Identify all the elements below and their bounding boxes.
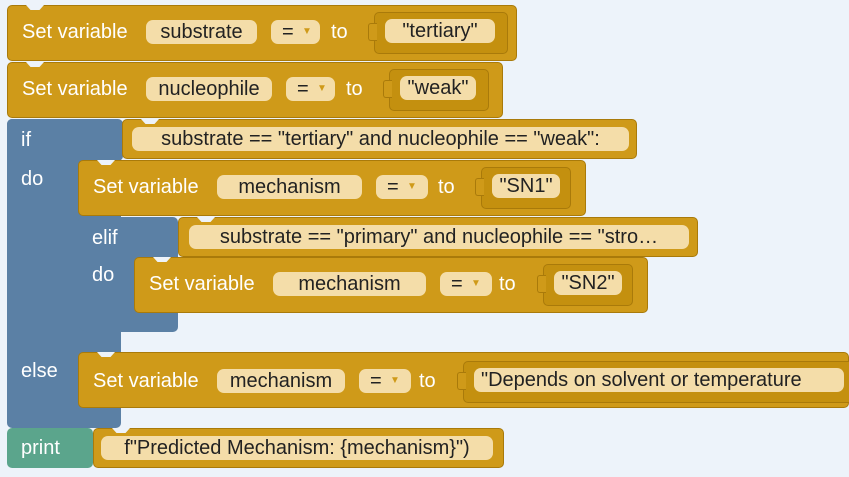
set-variable-label: Set variable	[93, 370, 199, 392]
condition-field[interactable]: substrate == "tertiary" and nucleophile …	[132, 127, 629, 151]
elif-condition-block[interactable]: substrate == "primary" and nucleophile =…	[178, 217, 698, 257]
operator-dropdown[interactable]: =▼	[359, 369, 411, 393]
if-condition-block[interactable]: substrate == "tertiary" and nucleophile …	[122, 119, 637, 159]
to-label: to	[331, 21, 348, 43]
if-label: if	[21, 129, 31, 151]
set-nucleophile-block[interactable]: Set variable nucleophile =▼ to "weak"	[7, 62, 503, 118]
variable-name-field[interactable]: mechanism	[217, 175, 362, 199]
string-value-field[interactable]: "SN1"	[492, 174, 560, 198]
to-label: to	[438, 176, 455, 198]
elif-label: elif	[92, 227, 118, 249]
operator-dropdown[interactable]: =▼	[286, 77, 335, 101]
set-mechanism-sn2-block[interactable]: Set variable mechanism =▼ to "SN2"	[134, 257, 648, 313]
condition-field[interactable]: substrate == "primary" and nucleophile =…	[189, 225, 689, 249]
value-slot: "SN2"	[537, 264, 633, 306]
value-slot: "weak"	[383, 69, 489, 111]
dropdown-arrow-icon: ▼	[390, 375, 400, 386]
dropdown-arrow-icon: ▼	[471, 278, 481, 289]
operator-dropdown[interactable]: =▼	[376, 175, 428, 199]
variable-name-field[interactable]: mechanism	[217, 369, 345, 393]
if-header[interactable]	[7, 119, 123, 161]
operator-dropdown[interactable]: =▼	[271, 20, 320, 44]
do-label: do	[92, 264, 115, 286]
to-label: to	[419, 370, 436, 392]
print-value-field[interactable]: f"Predicted Mechanism: {mechanism}")	[101, 436, 493, 460]
dropdown-arrow-icon: ▼	[317, 83, 327, 94]
input-notch	[383, 80, 392, 98]
print-label: print	[21, 437, 60, 459]
dropdown-arrow-icon: ▼	[302, 26, 312, 37]
variable-name-field[interactable]: mechanism	[273, 272, 426, 296]
input-notch	[368, 23, 377, 41]
set-variable-label: Set variable	[149, 273, 255, 295]
string-value-field[interactable]: "Depends on solvent or temperature	[474, 368, 844, 392]
string-value-field[interactable]: "tertiary"	[385, 19, 495, 43]
set-variable-label: Set variable	[22, 21, 128, 43]
value-slot: "SN1"	[475, 167, 571, 209]
variable-name-field[interactable]: substrate	[146, 20, 257, 44]
input-notch	[537, 275, 546, 293]
operator-dropdown[interactable]: =▼	[440, 272, 492, 296]
do-label: do	[21, 168, 44, 190]
set-variable-label: Set variable	[22, 78, 128, 100]
string-value-field[interactable]: "weak"	[400, 76, 476, 100]
set-variable-label: Set variable	[93, 176, 199, 198]
dropdown-arrow-icon: ▼	[407, 181, 417, 192]
else-label: else	[21, 360, 58, 382]
print-block[interactable]: print	[7, 428, 93, 468]
to-label: to	[499, 273, 516, 295]
variable-name-field[interactable]: nucleophile	[146, 77, 272, 101]
input-notch	[457, 372, 466, 390]
to-label: to	[346, 78, 363, 100]
string-value-field[interactable]: "SN2"	[554, 271, 622, 295]
print-value-block[interactable]: f"Predicted Mechanism: {mechanism}")	[93, 428, 504, 468]
set-mechanism-else-block[interactable]: Set variable mechanism =▼ to "Depends on…	[78, 352, 849, 408]
value-slot: "Depends on solvent or temperature	[457, 361, 849, 403]
value-slot: "tertiary"	[368, 12, 508, 54]
input-notch	[475, 178, 484, 196]
set-substrate-block[interactable]: Set variable substrate =▼ to "tertiary"	[7, 5, 517, 61]
set-mechanism-sn1-block[interactable]: Set variable mechanism =▼ to "SN1"	[78, 160, 586, 216]
